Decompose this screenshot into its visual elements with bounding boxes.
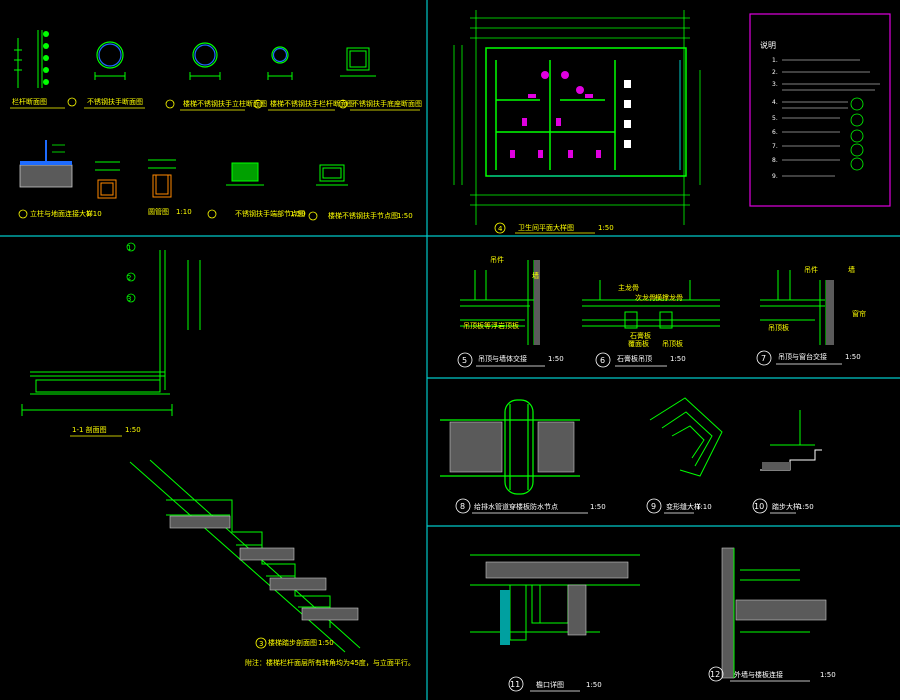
panel-c-section-scale: 1:50 [125, 426, 141, 434]
panel-a-row2-scale-1: 1:10 [86, 210, 102, 218]
detail-7-scale: 1:50 [845, 353, 861, 361]
detail-11-title: 檐口详图 [536, 680, 564, 689]
detail-9-title: 变形缝大样 [666, 502, 701, 511]
detail-10-title: 踏步大样 [772, 502, 800, 511]
detail-8-marker: 8 [460, 502, 465, 511]
panel-c-stair-marker: 3 [259, 640, 263, 648]
detail-6-title: 石膏板吊顶 [617, 354, 652, 363]
panel-a-row2-label-1: 立柱与地面连接大样 [30, 209, 93, 218]
details-row-3: 11 12 檐口详图 1:50 外墙与楼板连接 1:50 [470, 547, 836, 692]
notes-box: 说明 1. 2. 3. 4. 5. 6. 7. 8. 9. [749, 13, 891, 207]
detail-7-label-4: 吊顶板 [768, 323, 789, 332]
detail-7-marker: 7 [761, 354, 766, 363]
panel-c-marker-1: 1 [127, 244, 131, 252]
panel-c-stair-sections: 1 2 3 1-1 剖面图 1:50 楼梯踏步剖面图 1:50 3 附注：楼梯栏… [21, 242, 415, 667]
note-1: 1. [772, 57, 778, 64]
panel-a-label-1: 栏杆断面图 [12, 97, 47, 106]
panel-a-label-5: 不锈钢扶手底座断面图 [352, 99, 422, 108]
note-3: 3. [772, 81, 778, 88]
panel-a-row2-label-2: 圆管图 [148, 207, 169, 216]
detail-6-label-1: 主龙骨 [618, 283, 639, 292]
detail-5-label-3: 吊顶板等浮岩顶板 [463, 321, 519, 330]
detail-11-marker: 11 [510, 680, 520, 689]
detail-6-scale: 1:50 [670, 355, 686, 363]
note-5: 5. [772, 115, 778, 122]
detail-7-label-3: 窗帘 [852, 309, 866, 318]
panel-c-footnote: 附注：楼梯栏杆面层所有转角均为45度，与立面平行。 [245, 658, 415, 667]
detail-5-marker: 5 [462, 356, 467, 365]
detail-12-title: 外墙与楼板连接 [734, 670, 783, 679]
note-8: 8. [772, 157, 778, 164]
notes-heading: 说明 [760, 40, 776, 50]
detail-5-title: 吊顶与墙体交接 [478, 354, 527, 363]
note-7: 7. [772, 143, 778, 150]
panel-c-section-title: 1-1 剖面图 [72, 425, 107, 434]
detail-12-marker: 12 [710, 670, 720, 679]
panel-a-railing-sections: 栏杆断面图 不锈钢扶手断面图 楼梯不锈钢扶手立柱断面图 楼梯不锈钢扶手栏杆断面图… [10, 30, 422, 221]
panel-a-row2-scale-2: 1:10 [176, 208, 192, 216]
details-row-1: 吊件 墙 吊顶板等浮岩顶板 主龙骨 次龙骨 石膏板 横撑龙骨 覆面板 吊顶板 吊… [457, 255, 866, 368]
panel-c-stair-scale: 1:50 [318, 639, 334, 647]
detail-7-label-2: 墙 [848, 265, 855, 274]
panel-a-row2-label-4: 楼梯不锈钢扶手节点图 [328, 211, 398, 220]
detail-6-label-3: 石膏板 [630, 331, 651, 340]
note-2: 2. [772, 69, 778, 76]
detail-6-label-6: 吊顶板 [662, 339, 683, 348]
detail-5-scale: 1:50 [548, 355, 564, 363]
panel-b-toilet-plan: 卫生间平面大样图 1:50 4 [453, 10, 701, 234]
panel-b-marker: 4 [498, 225, 503, 233]
panel-a-label-3: 楼梯不锈钢扶手立柱断面图 [183, 99, 267, 108]
detail-11-scale: 1:50 [586, 681, 602, 689]
detail-5-label-1: 吊件 [490, 255, 504, 264]
panel-a-label-4: 楼梯不锈钢扶手栏杆断面图 [270, 99, 354, 108]
detail-6-label-5: 覆面板 [628, 339, 649, 348]
detail-7-label-1: 吊件 [804, 265, 818, 274]
panel-c-stair-title: 楼梯踏步剖面图 [268, 638, 317, 647]
detail-9-marker: 9 [651, 502, 656, 511]
panel-c-marker-3: 3 [127, 295, 131, 303]
detail-8-title: 给排水管道穿楼板防水节点 [474, 502, 558, 511]
panel-b-scale: 1:50 [598, 224, 614, 232]
detail-5-label-2: 墙 [532, 271, 539, 280]
details-row-2: 8 9 10 给排水管道穿楼板防水节点 1:50 变形缝大样 1:10 踏步大样… [440, 397, 822, 514]
panel-b-title: 卫生间平面大样图 [518, 223, 574, 232]
note-9: 9. [772, 173, 778, 180]
panel-a-row2-scale-3: 1:50 [290, 210, 306, 218]
panel-a-row2-scale-4: 1:50 [397, 212, 413, 220]
detail-12-scale: 1:50 [820, 671, 836, 679]
detail-9-scale: 1:10 [696, 503, 712, 511]
ground-connection-detail [19, 140, 73, 188]
detail-6-label-2: 次龙骨 [635, 293, 656, 302]
detail-10-scale: 1:50 [798, 503, 814, 511]
panel-a-label-2: 不锈钢扶手断面图 [87, 97, 143, 106]
detail-6-marker: 6 [600, 356, 605, 365]
note-4: 4. [772, 99, 778, 106]
note-6: 6. [772, 129, 778, 136]
panel-a-row2-label-3: 不锈钢扶手端部节点图 [235, 209, 305, 218]
detail-8-scale: 1:50 [590, 503, 606, 511]
panel-c-marker-2: 2 [127, 274, 131, 282]
detail-10-marker: 10 [754, 502, 764, 511]
detail-7-title: 吊顶与窗台交接 [778, 352, 827, 361]
detail-6-label-4: 横撑龙骨 [655, 293, 683, 302]
